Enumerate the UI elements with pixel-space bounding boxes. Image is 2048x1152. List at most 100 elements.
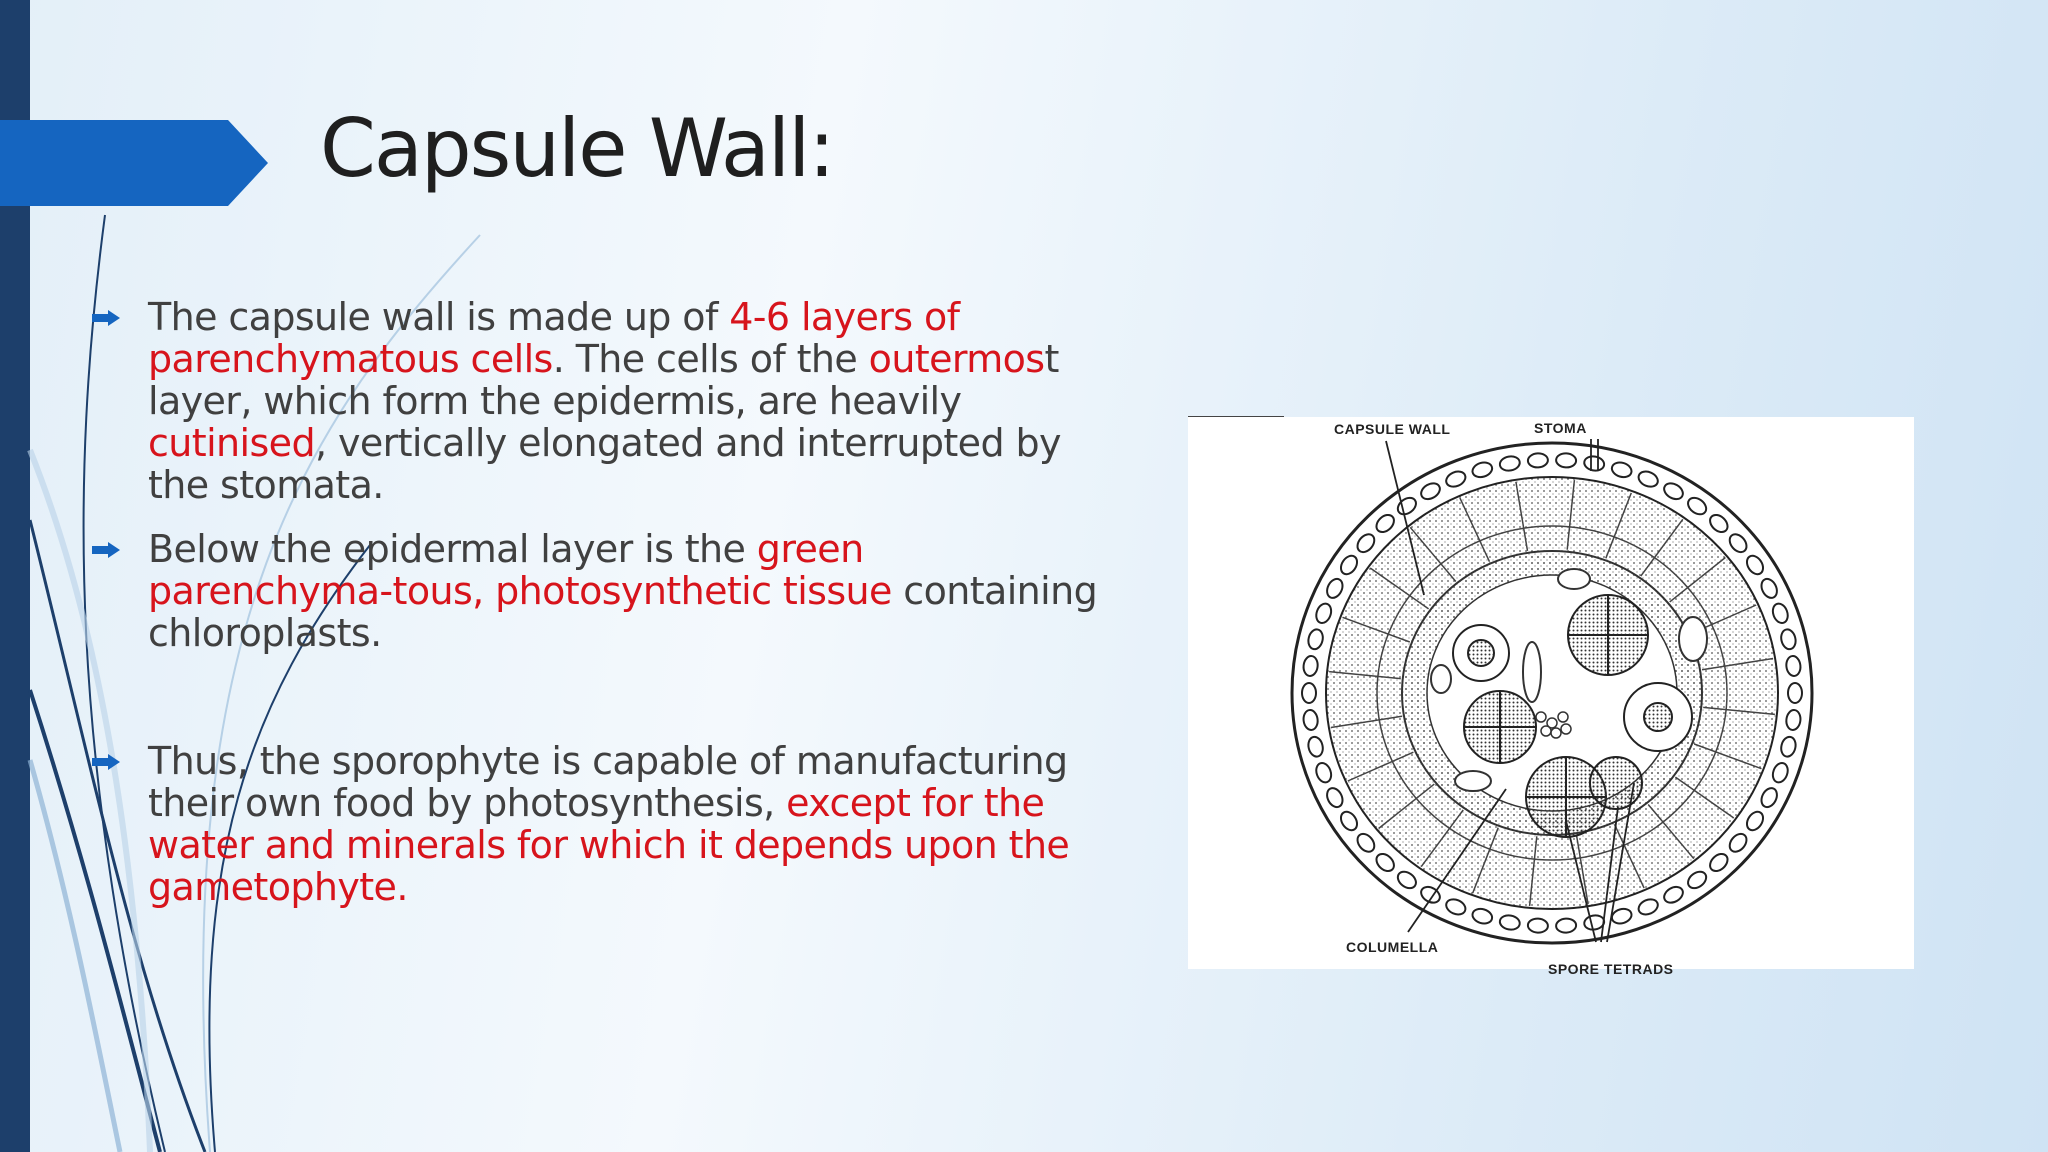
- epidermal-cell: [1526, 452, 1549, 469]
- cell-wall-line: [1515, 481, 1529, 552]
- epidermal-cell: [1785, 655, 1802, 677]
- epidermal-cell: [1745, 554, 1765, 576]
- decorative-curves: [27, 214, 481, 1152]
- cell-wall-line: [1640, 518, 1684, 577]
- epidermal-cell: [1555, 917, 1578, 934]
- right-arrow-icon: [92, 310, 120, 326]
- epidermal-cell: [1663, 885, 1684, 904]
- epidermal-cell: [1760, 787, 1778, 809]
- right-arrow-icon: [92, 754, 120, 770]
- epidermal-cell: [1471, 461, 1494, 479]
- epidermal-cell: [1339, 810, 1359, 832]
- bullet-2-highlight-green-tissue: green parenchyma-tous, photosynthetic ti…: [148, 527, 892, 613]
- epidermal-cell: [1709, 852, 1729, 873]
- epidermal-cell: [1728, 832, 1748, 853]
- bullet-3-seg-1: Thus, the sporophyte is capable of manuf…: [148, 739, 1068, 825]
- bullet-1-highlight-outermost: outermos: [868, 337, 1045, 381]
- bullet-list: The capsule wall is made up of 4-6 layer…: [90, 296, 1110, 930]
- cell-wall-line: [1420, 809, 1464, 868]
- label-columella: COLUMELLA: [1346, 939, 1439, 955]
- epidermal-cell: [1356, 832, 1376, 853]
- epidermal-cell: [1787, 682, 1803, 704]
- epidermal-cell: [1302, 655, 1319, 677]
- cell-wall-line: [1528, 836, 1538, 906]
- epidermal-cell: [1339, 554, 1359, 576]
- title-chevron-banner: [0, 120, 268, 206]
- bullet-item-3: Thus, the sporophyte is capable of manuf…: [90, 740, 1110, 908]
- bullet-item-1: The capsule wall is made up of 4-6 layer…: [90, 296, 1110, 506]
- epidermal-cell: [1307, 628, 1324, 651]
- epidermal-cell: [1663, 482, 1684, 501]
- bullet-1-seg-7: t layer, which form the epidermis, are h…: [148, 337, 1059, 423]
- epidermal-cell: [1420, 482, 1441, 501]
- bullet-1-seg-9: , vertically elongated and interrupted b…: [148, 421, 1061, 507]
- epidermal-cell: [1687, 870, 1708, 890]
- epidermal-cell: [1498, 455, 1521, 472]
- capsule-diagram: [1290, 439, 1814, 945]
- epidermal-cell: [1771, 602, 1789, 624]
- bullet-1-highlight-layers: 4-6 layers of: [729, 295, 960, 339]
- epidermal-cell: [1780, 735, 1797, 758]
- bullet-item-2: Below the epidermal layer is the green p…: [90, 528, 1110, 654]
- bullet-1-seg-1: The capsule wall is made up of: [148, 295, 730, 339]
- bullet-1-seg-5: . The cells of the: [552, 337, 869, 381]
- epidermal-cell: [1326, 577, 1344, 599]
- cell-wall-line: [1605, 492, 1632, 559]
- capsule-cross-section-figure: CAPSULE WALL STOMA COLUMELLA SPORE TETRA…: [1188, 417, 1914, 977]
- epidermal-cell: [1326, 787, 1344, 809]
- cell-wall-line: [1369, 567, 1430, 610]
- cell-wall-line: [1330, 715, 1403, 729]
- epidermal-cell: [1471, 907, 1494, 925]
- epidermal-cell: [1637, 470, 1659, 488]
- epidermal-cell: [1498, 914, 1521, 931]
- epidermal-cell: [1610, 461, 1633, 479]
- epidermal-cell: [1375, 513, 1395, 534]
- epidermal-cell: [1307, 735, 1324, 758]
- cell-wall-line: [1409, 526, 1457, 582]
- cell-wall-line: [1693, 743, 1762, 770]
- right-arrow-icon: [92, 542, 120, 558]
- bullet-2-seg-3: containing chloroplasts.: [148, 569, 1098, 655]
- epidermal-cell: [1301, 682, 1317, 704]
- cell-wall-line: [1674, 776, 1735, 819]
- cell-wall-line: [1472, 827, 1499, 894]
- epidermal-cell: [1356, 533, 1376, 554]
- cell-wall-line: [1459, 497, 1491, 563]
- cell-wall-line: [1342, 616, 1411, 643]
- epidermal-cell: [1396, 870, 1417, 890]
- epidermal-cell: [1687, 496, 1708, 516]
- epidermal-cell: [1709, 513, 1729, 534]
- cell-wall-line: [1647, 804, 1695, 860]
- cell-wall-line: [1703, 706, 1775, 716]
- cell-wall-line: [1669, 556, 1726, 603]
- cell-wall-line: [1575, 834, 1589, 905]
- epidermal-cell: [1745, 810, 1765, 832]
- cell-wall-line: [1566, 480, 1576, 550]
- cell-wall-line: [1347, 751, 1414, 782]
- bullet-1-highlight-cutinised: cutinised: [148, 421, 316, 465]
- cell-wall-line: [1329, 670, 1401, 680]
- epidermal-cell: [1610, 907, 1633, 925]
- label-stoma: STOMA: [1534, 420, 1587, 436]
- epidermal-cell: [1526, 917, 1549, 934]
- epidermal-cell: [1555, 452, 1578, 469]
- epidermal-cell: [1760, 577, 1778, 599]
- epidermal-cell: [1780, 628, 1797, 651]
- epidermal-cell: [1445, 470, 1467, 488]
- epidermal-cell: [1315, 602, 1333, 624]
- cell-wall-line: [1701, 657, 1774, 671]
- epidermal-cell: [1315, 762, 1333, 784]
- cell-wall-line: [1613, 823, 1645, 889]
- epidermal-cell: [1302, 709, 1319, 731]
- label-capsule-wall: CAPSULE WALL: [1334, 421, 1451, 437]
- epidermal-cell: [1771, 762, 1789, 784]
- epidermal-cell: [1637, 898, 1659, 916]
- epidermal-cell: [1785, 709, 1802, 731]
- bullet-1-highlight-parenchymatous: parenchymatous cells: [148, 337, 553, 381]
- label-spore-tetrads: SPORE TETRADS: [1548, 961, 1674, 977]
- bullet-2-seg-1: Below the epidermal layer is the: [148, 527, 757, 571]
- slide-title: Capsule Wall:: [320, 102, 835, 195]
- epidermal-cell: [1583, 455, 1606, 472]
- bullet-3-highlight-gametophyte: except for the water and minerals for wh…: [148, 781, 1070, 909]
- epidermal-cell: [1375, 852, 1395, 873]
